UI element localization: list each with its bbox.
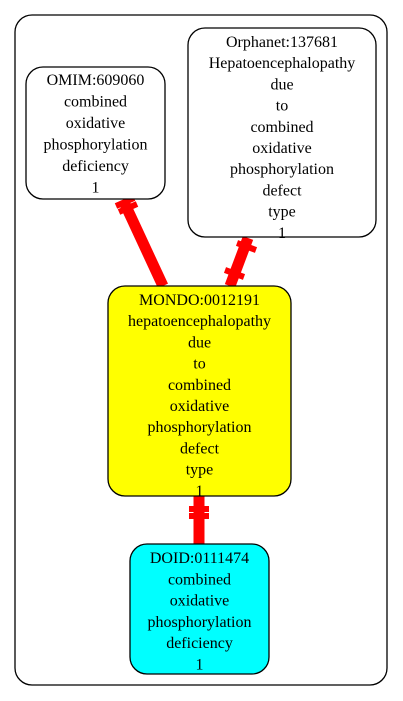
node-doid-line: oxidative: [170, 593, 230, 610]
node-mondo-line: oxidative: [170, 398, 230, 415]
node-mondo-line: hepatoencephalopathy: [128, 313, 271, 330]
node-orphanet-line: type: [268, 204, 296, 221]
node-omim[interactable]: OMIM:609060 combined oxidative phosphorylat…: [25, 66, 166, 200]
node-orphanet-line: to: [276, 98, 288, 115]
node-mondo-line: phosphorylation: [148, 419, 252, 436]
node-mondo-line: to: [193, 356, 205, 373]
node-orphanet-line: Hepatoencephalopathy: [209, 55, 356, 72]
node-omim-box: [25, 66, 166, 200]
node-mondo-line: defect: [180, 440, 220, 457]
node-doid-line: 1: [196, 657, 204, 674]
node-omim-line: deficiency: [62, 158, 129, 175]
node-doid-box: [129, 543, 270, 675]
node-mondo-line: type: [186, 462, 214, 479]
node-mondo-line: due: [188, 334, 211, 351]
node-orphanet-box: [187, 27, 377, 238]
node-omim-line: phosphorylation: [44, 137, 148, 154]
node-mondo-line: 1: [196, 483, 204, 500]
node-orphanet-line: phosphorylation: [230, 161, 334, 178]
node-orphanet-line: defect: [262, 182, 302, 199]
node-doid-label: DOID:0111474 combined oxidative phosphoryla…: [148, 550, 252, 674]
node-orphanet-line: combined: [250, 119, 313, 136]
node-omim-label: OMIM:609060 combined oxidative phosphorylat…: [44, 72, 148, 197]
edge-omim-to-mondo: [114, 195, 168, 289]
node-doid-line: combined: [168, 571, 231, 588]
node-orphanet-line: Orphanet:137681: [226, 34, 338, 51]
node-orphanet-line: oxidative: [252, 140, 312, 157]
edge-mondo-to-doid: [189, 496, 209, 544]
cluster-border: [14, 14, 388, 686]
node-omim-line: 1: [92, 180, 100, 197]
node-orphanet-line: 1: [278, 225, 286, 242]
node-omim-line: oxidative: [66, 115, 126, 132]
node-doid[interactable]: DOID:0111474 combined oxidative phosphoryla…: [129, 543, 270, 675]
node-mondo[interactable]: MONDO:0012191 hepatoencephalopathy due to co…: [107, 285, 292, 500]
edge-orphanet-to-mondo: [223, 236, 258, 288]
node-omim-line: combined: [64, 94, 127, 111]
node-doid-line: phosphorylation: [148, 614, 252, 631]
node-mondo-label: MONDO:0012191 hepatoencephalopathy due to co…: [128, 292, 271, 500]
node-mondo-line: combined: [168, 377, 231, 394]
node-mondo-box: [107, 285, 292, 497]
node-mondo-line: MONDO:0012191: [139, 292, 260, 309]
node-omim-line: OMIM:609060: [47, 72, 145, 89]
node-doid-line: deficiency: [166, 635, 233, 652]
node-orphanet-line: due: [270, 76, 293, 93]
node-doid-line: DOID:0111474: [150, 550, 249, 567]
